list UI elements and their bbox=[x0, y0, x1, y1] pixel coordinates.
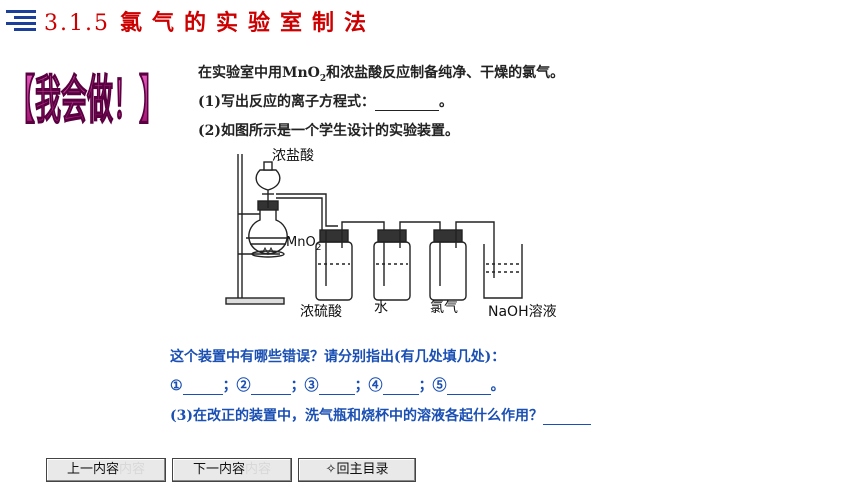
error-blank-3[interactable] bbox=[318, 378, 355, 395]
errors-prompt: 这个装置中有哪些错误？请分别指出(有几处填几处)： bbox=[170, 349, 506, 365]
answer-blank-part3[interactable] bbox=[543, 408, 591, 425]
prev-content-button[interactable]: 上一内容内容 bbox=[46, 458, 166, 482]
badge-logo: 【我会做！】 bbox=[8, 70, 166, 132]
next-content-button[interactable]: 下一内容内容 bbox=[172, 458, 292, 482]
page-title: 3.1.5 氯气的实验室制法 bbox=[44, 5, 376, 37]
section-title: 氯气的实验室制法 bbox=[119, 10, 376, 36]
question-part1: (1)写出反应的离子方程式： 。 bbox=[198, 94, 453, 111]
error-blank-5[interactable] bbox=[446, 378, 491, 395]
error-blank-2[interactable] bbox=[250, 378, 291, 395]
question-part2: (2)如图所示是一个学生设计的实验装置。 bbox=[198, 123, 459, 139]
question-part3: (3)在改正的装置中，洗气瓶和烧杯中的溶液各起什么作用？ bbox=[170, 405, 591, 425]
badge-text: 【我会做！】 bbox=[9, 71, 165, 131]
menu-icon[interactable] bbox=[6, 10, 36, 32]
label-mno2: MnO2 bbox=[286, 235, 321, 253]
error-blank-1[interactable] bbox=[182, 378, 223, 395]
errors-blanks: ① ；② ；③ ；④ ；⑤ 。 bbox=[170, 378, 505, 395]
answer-blank-1[interactable] bbox=[375, 94, 439, 111]
apparatus-diagram: 浓盐酸 MnO2 浓硫酸 水 氯气 NaOH溶液 bbox=[225, 148, 557, 320]
label-cl2: 氯气 bbox=[430, 300, 458, 316]
error-blank-4[interactable] bbox=[382, 378, 419, 395]
label-water: 水 bbox=[374, 300, 388, 316]
section-number: 3.1.5 bbox=[44, 11, 110, 36]
label-hcl: 浓盐酸 bbox=[272, 148, 314, 164]
label-h2so4: 浓硫酸 bbox=[300, 304, 342, 320]
question-intro: 在实验室中用MnO2和浓盐酸反应制备纯净、干燥的氯气。 bbox=[198, 65, 565, 84]
home-menu-button[interactable]: ✧回主目录 bbox=[298, 458, 416, 482]
label-naoh: NaOH溶液 bbox=[488, 304, 557, 320]
